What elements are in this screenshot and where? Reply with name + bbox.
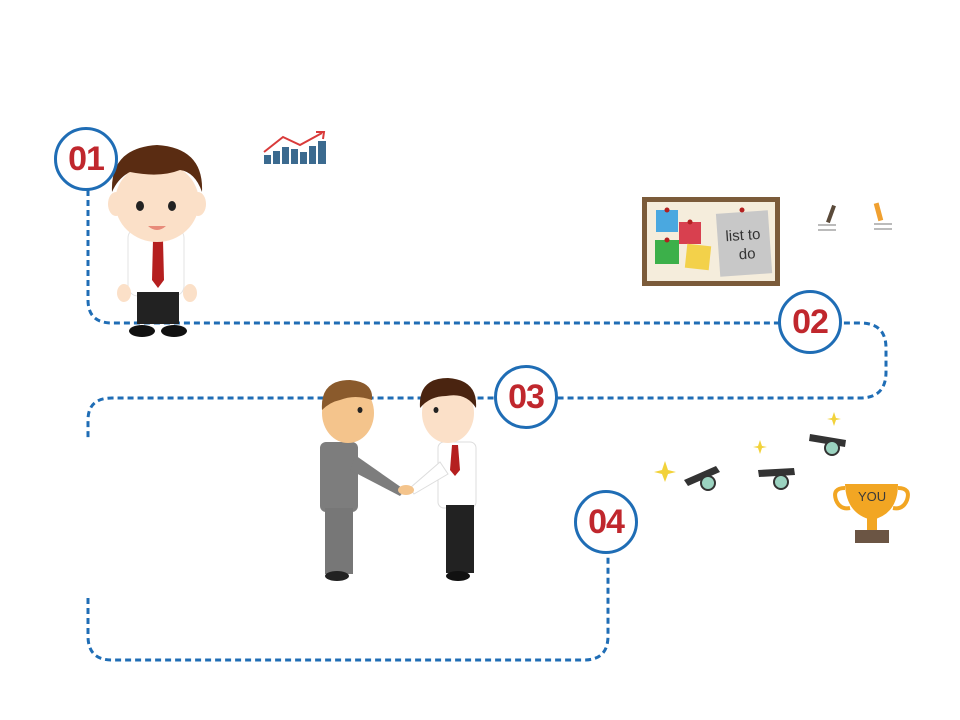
step-badge-01: 01 — [54, 127, 118, 191]
marker-icon — [873, 202, 892, 230]
sparkle-icons — [654, 412, 841, 482]
trophy-label: YOU — [858, 489, 886, 504]
bulletin-board-icon — [642, 197, 780, 286]
step-number-02: 02 — [792, 302, 829, 341]
step-number-04: 04 — [588, 502, 625, 541]
businessman-figure-icon — [108, 145, 206, 337]
note-line-2: do — [738, 245, 756, 263]
growth-chart-icon — [263, 131, 326, 164]
graduation-cap-icons — [684, 434, 846, 491]
dashed-road-path — [86, 190, 888, 440]
step-badge-04: 04 — [574, 490, 638, 554]
step-number-03: 03 — [508, 377, 545, 416]
dashed-road-path-lower — [86, 555, 610, 662]
step-number-01: 01 — [68, 139, 105, 178]
trophy-icon — [833, 484, 910, 543]
step-badge-02: 02 — [778, 290, 842, 354]
step-badge-03: 03 — [494, 365, 558, 429]
note-line-1: list to — [725, 226, 761, 245]
handshake-figures-icon — [320, 378, 477, 581]
pencil-icon — [818, 204, 836, 231]
